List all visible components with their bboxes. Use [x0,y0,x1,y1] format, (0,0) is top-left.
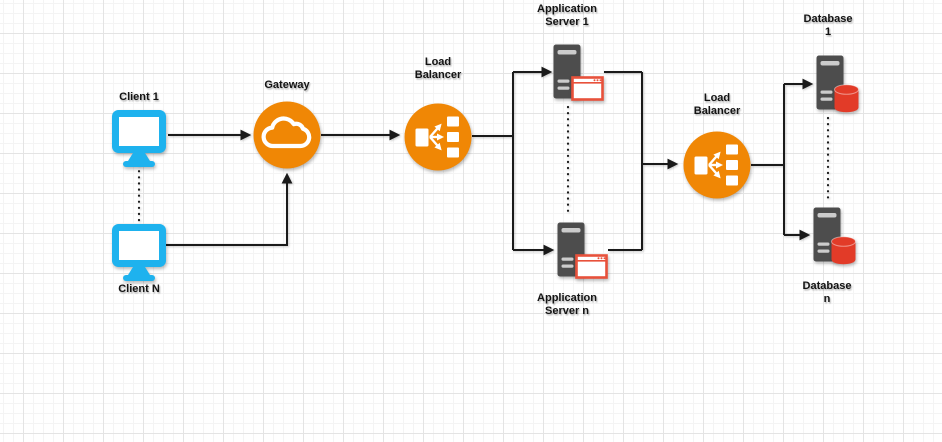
client-1-label: Client 1 [119,91,159,103]
database-cylinder-icon [831,236,856,265]
browser-window-icon [575,254,608,279]
browser-window-icon [571,76,604,101]
node-client-n[interactable] [112,224,166,281]
node-gateway[interactable] [253,101,321,169]
database-cylinder-icon [834,84,859,113]
client-n-label: Client N [118,283,160,295]
node-database-1[interactable] [816,55,862,113]
load-balancer-1-label: Load Balancer [414,56,462,81]
app-server-1-label: Application Server 1 [537,3,597,28]
node-app-server-1[interactable] [553,44,605,102]
node-load-balancer-2[interactable] [683,131,751,199]
app-server-n-label: Application Server n [537,292,597,317]
load-balancer-2-label: Load Balancer [693,92,741,117]
edge-clientN-gateway[interactable] [166,172,293,246]
monitor-icon [112,224,166,281]
load-balancer-fanout-icon [683,131,751,199]
node-client-1[interactable] [112,110,166,167]
node-app-server-n[interactable] [557,222,609,280]
cloud-icon [253,101,321,169]
gateway-label: Gateway [264,79,310,91]
database-1-label: Database 1 [803,13,853,38]
database-n-label: Database n [802,280,852,305]
load-balancer-fanout-icon [404,103,472,171]
monitor-icon [112,110,166,167]
node-database-n[interactable] [813,207,859,265]
node-load-balancer-1[interactable] [404,103,472,171]
